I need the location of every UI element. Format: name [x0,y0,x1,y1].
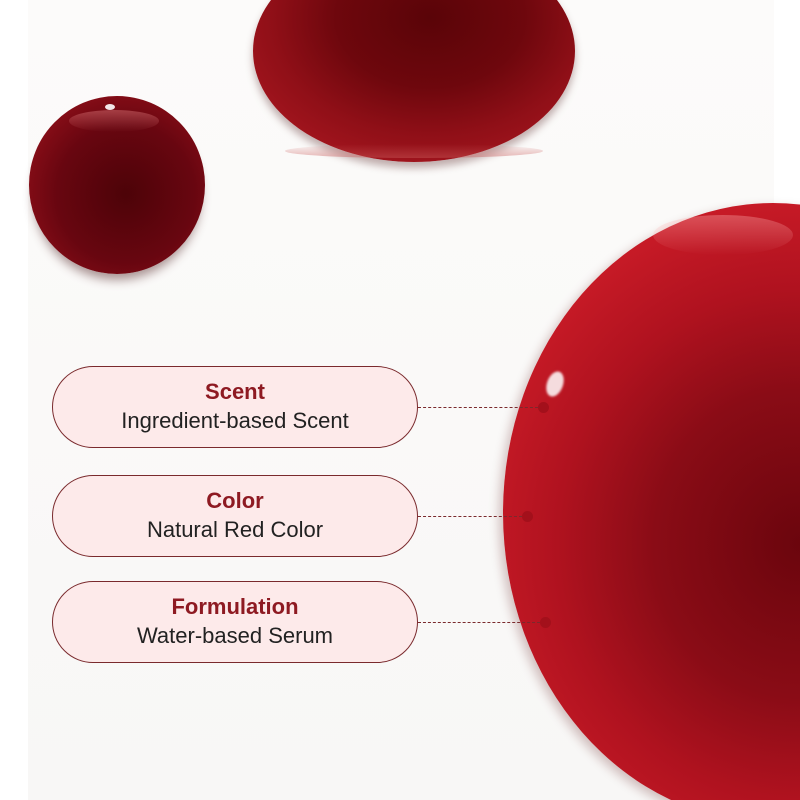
left-margin [0,0,28,800]
feature-description: Natural Red Color [146,517,324,542]
feature-pill: Formulation Water-based Serum [52,581,418,663]
feature-pill: Scent Ingredient-based Scent [52,366,418,448]
feature-title: Scent [205,379,265,404]
leader-dot [538,402,549,413]
feature-color: Color Natural Red Color [52,475,552,559]
feature-description: Water-based Serum [136,623,334,648]
feature-description: Ingredient-based Scent [121,408,349,433]
serum-droplet-small [29,96,205,274]
feature-formulation: Formulation Water-based Serum [52,581,552,665]
feature-title: Formulation [171,594,299,619]
serum-droplet-top [253,0,575,162]
leader-line [418,516,522,517]
leader-line [418,622,540,623]
leader-line [418,407,538,408]
feature-scent: Scent Ingredient-based Scent [52,366,552,450]
feature-title: Color [206,488,264,513]
leader-dot [522,511,533,522]
feature-pill: Color Natural Red Color [52,475,418,557]
leader-dot [540,617,551,628]
